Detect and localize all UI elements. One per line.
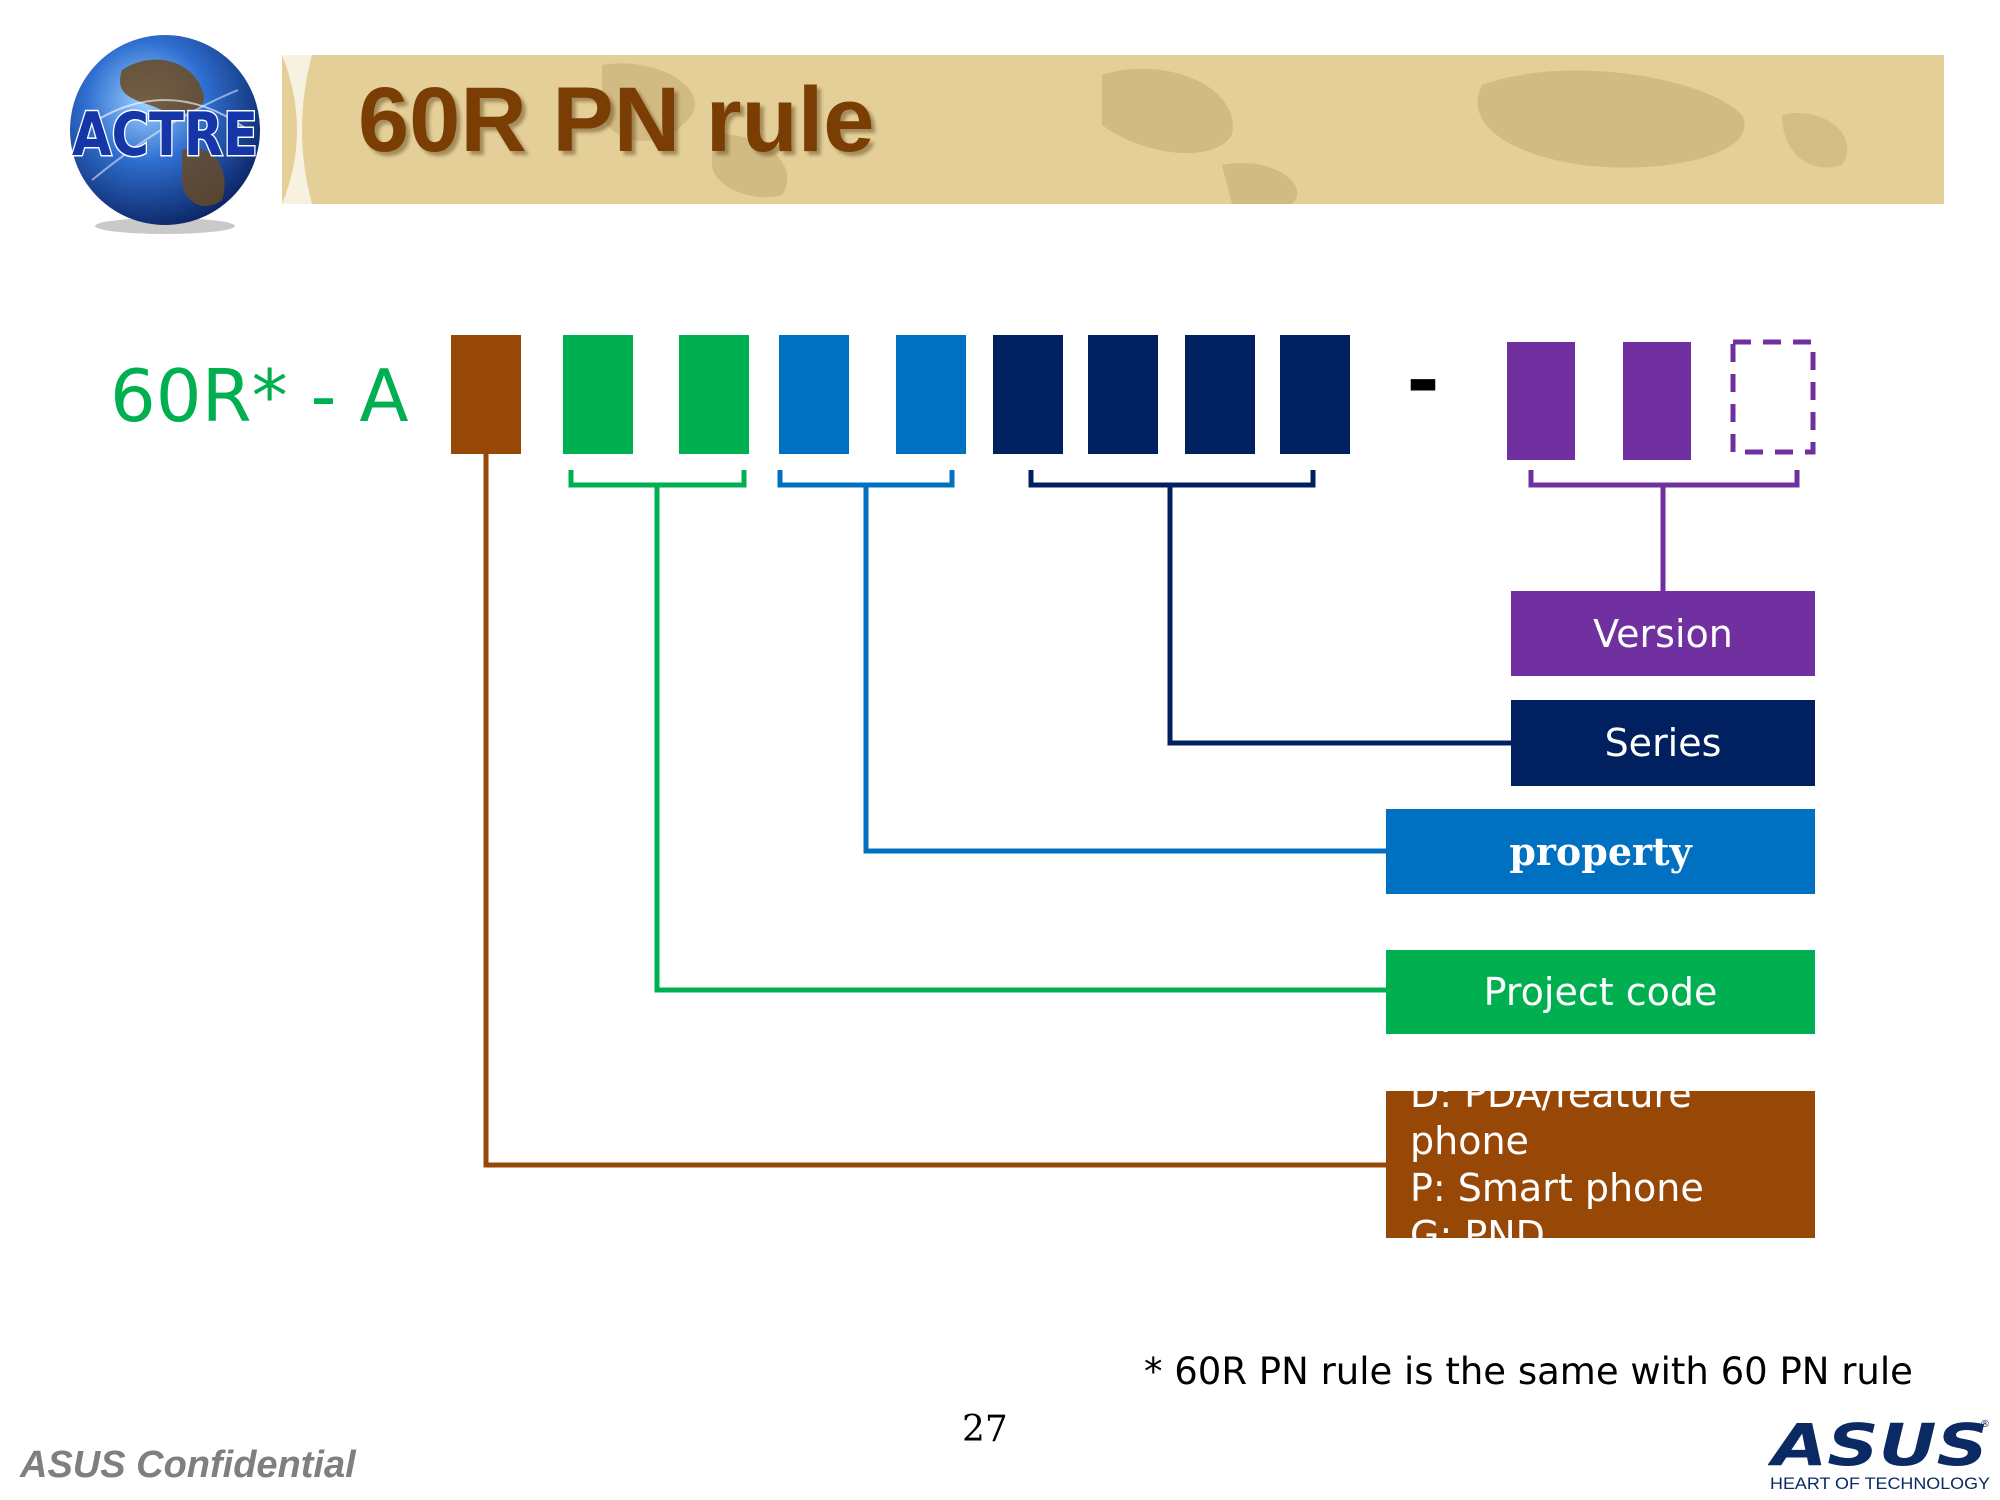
category-line: P: Smart phone [1410, 1165, 1704, 1210]
page-title: 60R PN rule [358, 69, 875, 171]
property-label-box: property [1386, 809, 1815, 894]
project-code-label-box: Project code [1386, 950, 1815, 1034]
svg-text:®: ® [1980, 1419, 1990, 1430]
title-banner [282, 55, 1944, 204]
asus-wordmark: ASUS [1768, 1415, 1988, 1479]
property-label: property [1509, 829, 1692, 874]
version-digit-box [1623, 342, 1691, 460]
category-label-box: D: PDA/feature phone P: Smart phone G: P… [1386, 1072, 1815, 1257]
pn-separator: - [1406, 334, 1439, 427]
project-code-digit-box [679, 335, 749, 454]
confidential-label: ASUS Confidential [20, 1444, 356, 1486]
property-digit-box [896, 335, 966, 454]
series-digit-box [1280, 335, 1350, 454]
category-line: D: PDA/feature phone [1410, 1071, 1692, 1163]
series-digit-box [1185, 335, 1255, 454]
version-label-box: Version [1511, 591, 1815, 676]
page-number: 27 [962, 1409, 1008, 1450]
optional-version-digit-box [1730, 339, 1816, 455]
project-code-label: Project code [1483, 970, 1718, 1014]
series-digit-box [993, 335, 1063, 454]
asus-logo: ASUS ® HEART OF TECHNOLOGY [1768, 1415, 1990, 1493]
series-label-box: Series [1511, 700, 1815, 786]
version-bracket [1528, 470, 1800, 591]
series-digit-box [1088, 335, 1158, 454]
project-code-bracket [568, 470, 1386, 993]
logo-text: ACTRE [72, 100, 258, 170]
footnote: * 60R PN rule is the same with 60 PN rul… [1144, 1350, 1913, 1393]
series-bracket [1028, 470, 1511, 746]
project-code-digit-box [563, 335, 633, 454]
category-digit-box [451, 335, 521, 454]
actre-globe-logo: ACTRE [70, 35, 260, 234]
property-digit-box [779, 335, 849, 454]
asus-tagline: HEART OF TECHNOLOGY [1770, 1474, 1990, 1493]
version-digit-box [1507, 342, 1575, 460]
version-label: Version [1593, 611, 1733, 656]
pn-prefix: 60R* - A [110, 354, 409, 438]
category-connector [483, 454, 1386, 1168]
series-label: Series [1604, 721, 1722, 765]
category-line: G: PND [1410, 1212, 1545, 1257]
property-bracket [777, 470, 1386, 854]
